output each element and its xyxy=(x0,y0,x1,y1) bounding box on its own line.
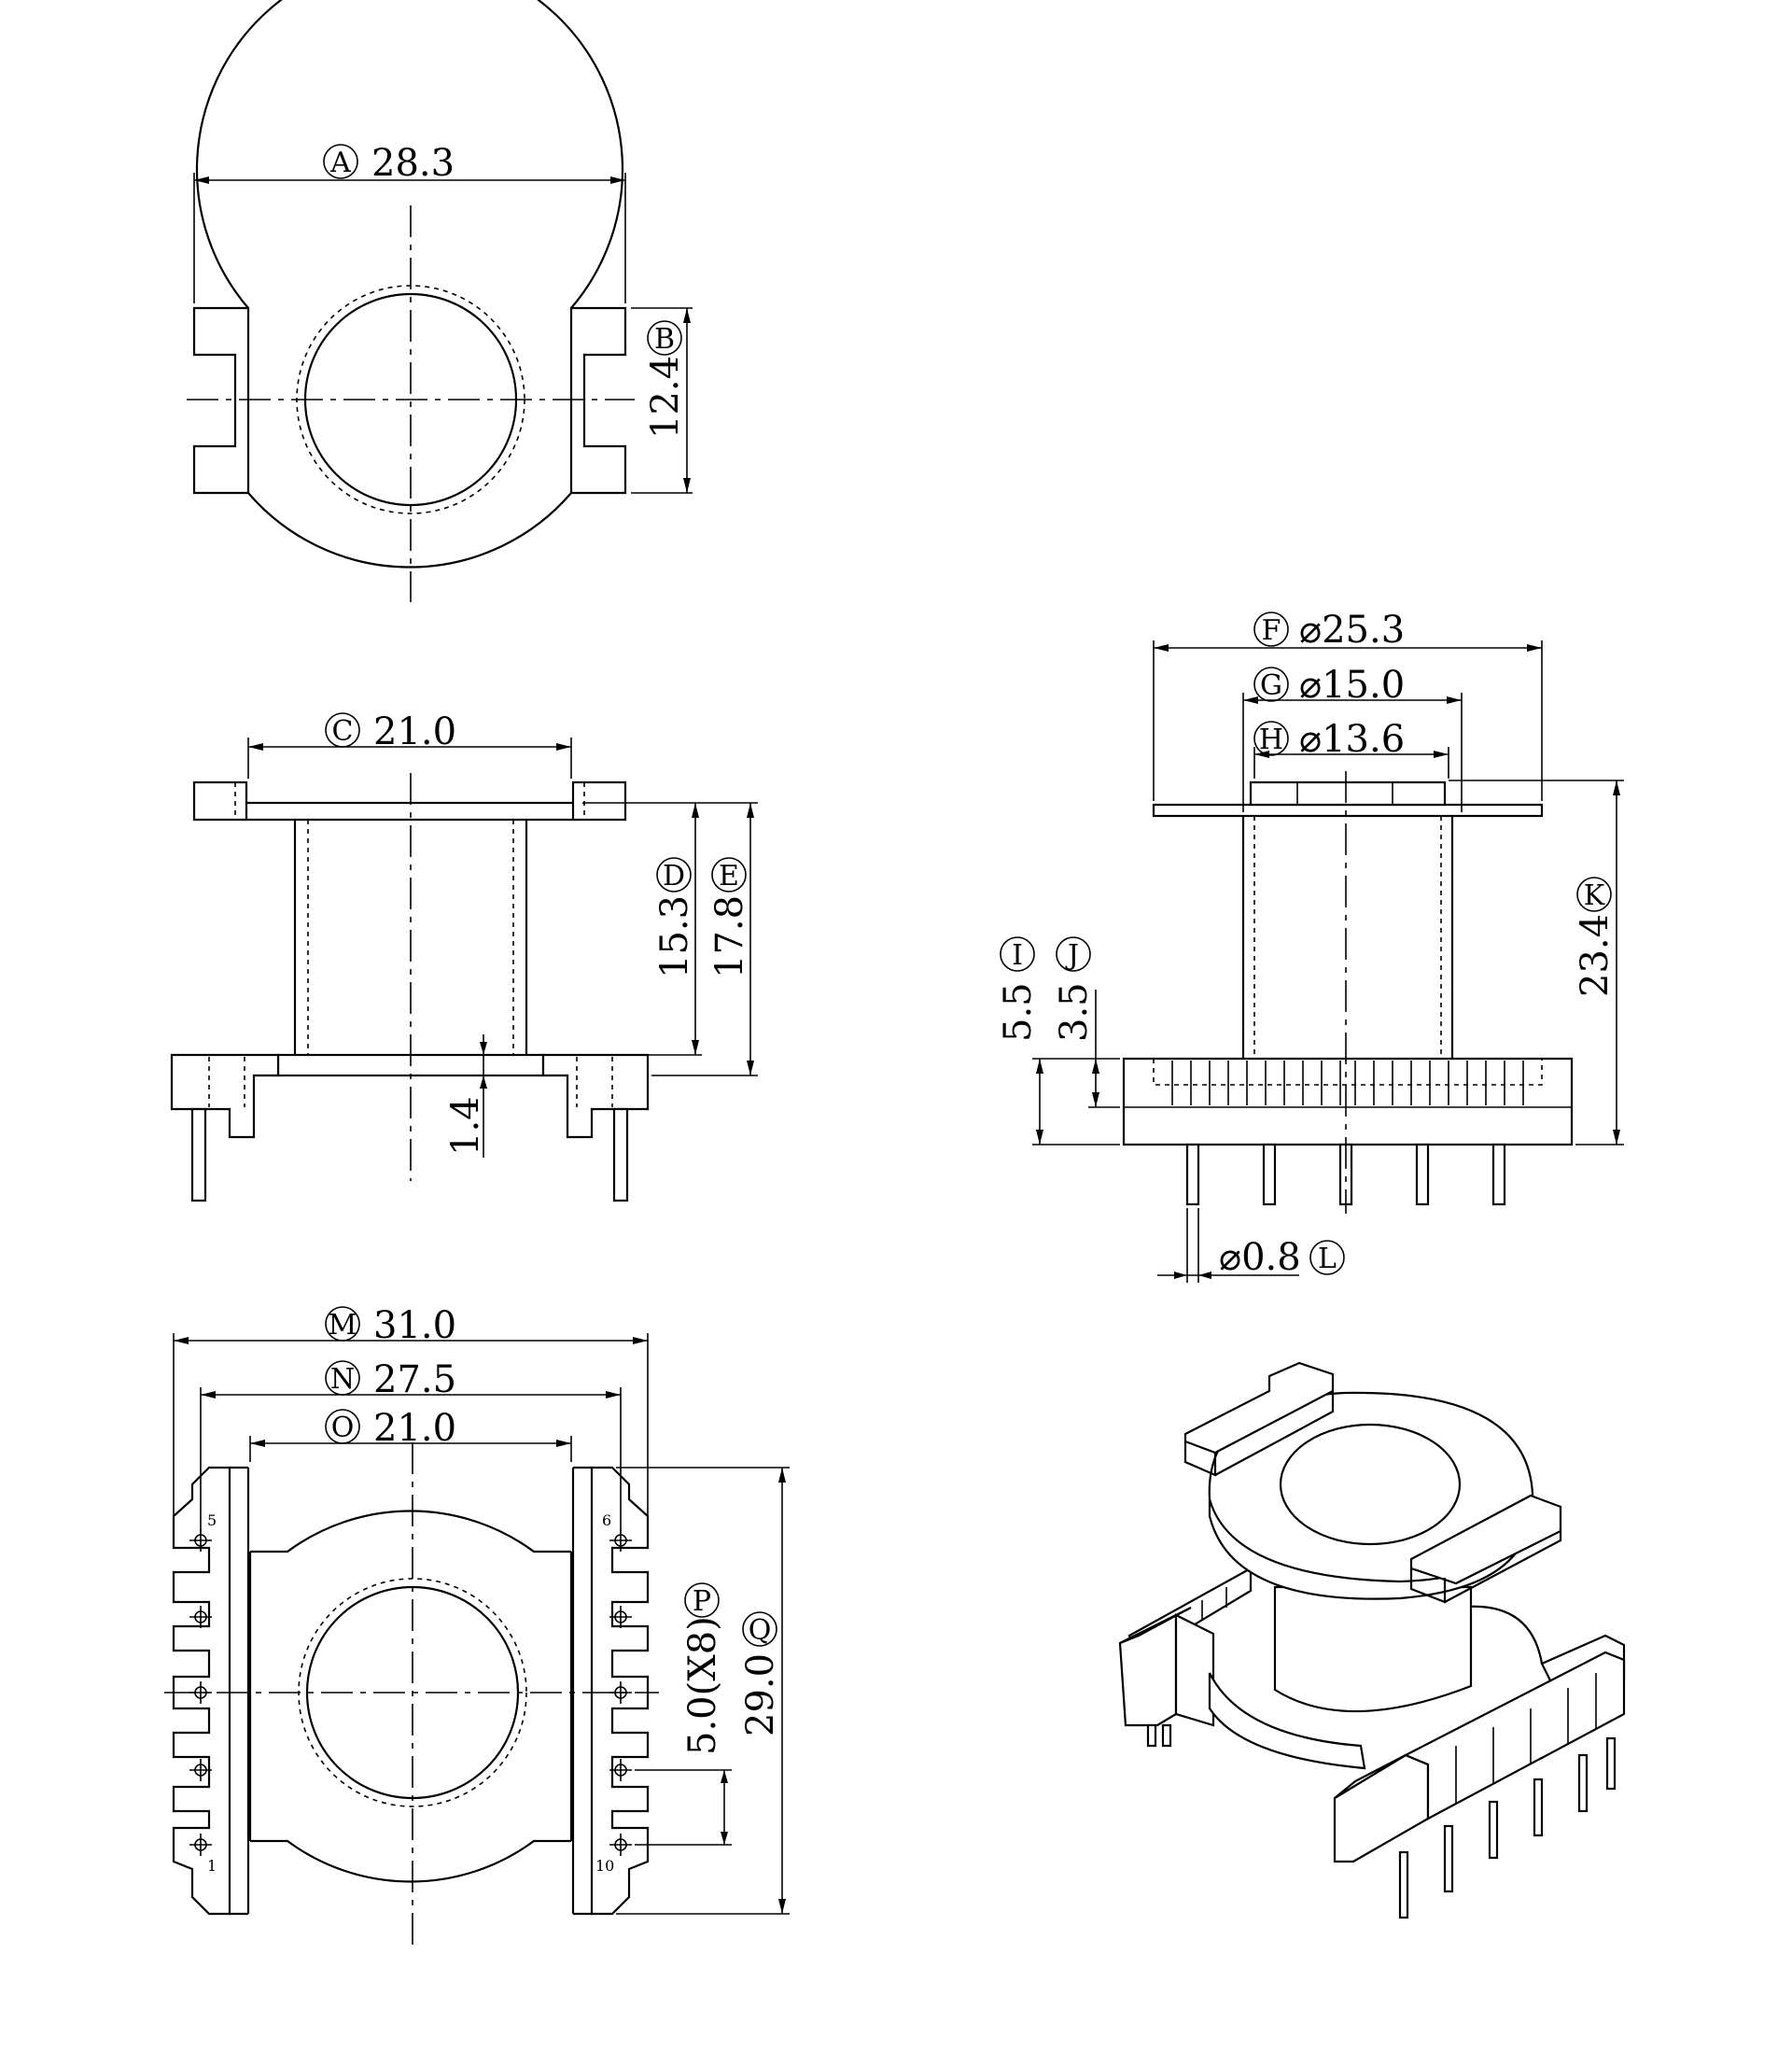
dim-P: P 5.0(X8) xyxy=(681,1582,724,1755)
dim-J: J 3.5 xyxy=(1053,936,1096,1042)
dim-E: E 17.8 xyxy=(708,857,751,978)
svg-text:⌀0.8: ⌀0.8 xyxy=(1219,1236,1301,1279)
svg-text:23.4: 23.4 xyxy=(1574,914,1617,997)
pin-number-5: 5 xyxy=(207,1511,217,1529)
dim-L: ⌀0.8 L xyxy=(1219,1236,1345,1279)
pin-number-10: 10 xyxy=(595,1857,614,1875)
front-view: C 21.0 D 15.3 E 17.8 1.4 xyxy=(170,710,758,1202)
svg-text:⌀13.6: ⌀13.6 xyxy=(1299,718,1405,761)
svg-text:J: J xyxy=(1065,939,1079,972)
dim-G: G ⌀15.0 xyxy=(1253,664,1405,707)
svg-text:F: F xyxy=(1262,614,1281,647)
dim-unlabeled: 1.4 xyxy=(444,1096,487,1156)
svg-text:C: C xyxy=(332,715,354,748)
dim-B: B 12.4 xyxy=(644,320,687,439)
dim-A: A 28.3 xyxy=(323,142,455,185)
svg-text:B: B xyxy=(654,323,675,356)
svg-text:3.5: 3.5 xyxy=(1053,982,1096,1042)
svg-text:P: P xyxy=(693,1585,711,1618)
svg-text:O: O xyxy=(331,1412,355,1444)
svg-text:27.5: 27.5 xyxy=(373,1358,456,1401)
svg-text:28.3: 28.3 xyxy=(371,142,455,185)
svg-text:29.0: 29.0 xyxy=(739,1653,782,1736)
svg-text:17.8: 17.8 xyxy=(708,895,751,978)
dim-D: D 15.3 xyxy=(653,857,696,978)
svg-text:12.4: 12.4 xyxy=(644,356,687,439)
svg-text:⌀15.0: ⌀15.0 xyxy=(1299,664,1405,707)
svg-text:5.5: 5.5 xyxy=(997,982,1040,1042)
isometric-view xyxy=(1118,1361,1626,1919)
svg-text:1.4: 1.4 xyxy=(444,1096,487,1156)
dim-Q: Q 29.0 xyxy=(739,1611,782,1736)
svg-text:31.0: 31.0 xyxy=(373,1304,456,1347)
svg-text:M: M xyxy=(329,1309,357,1342)
pin-number-1: 1 xyxy=(207,1857,217,1875)
bottom-view: 5 1 6 10 M 31.0 N 27.5 xyxy=(164,1304,790,1951)
dim-N: N 27.5 xyxy=(325,1358,456,1401)
svg-text:D: D xyxy=(663,860,685,892)
svg-text:5.0(X8): 5.0(X8) xyxy=(681,1616,724,1755)
dim-F: F ⌀25.3 xyxy=(1253,609,1405,652)
svg-text:H: H xyxy=(1259,724,1283,756)
svg-text:15.3: 15.3 xyxy=(653,895,696,978)
svg-text:21.0: 21.0 xyxy=(373,710,456,753)
top-view: A 28.3 B 12.4 xyxy=(187,0,693,602)
dim-I: I 5.5 xyxy=(997,936,1040,1042)
svg-text:K: K xyxy=(1584,879,1605,912)
svg-text:I: I xyxy=(1012,939,1023,972)
svg-text:G: G xyxy=(1260,669,1282,702)
svg-text:N: N xyxy=(330,1363,355,1396)
svg-text:Q: Q xyxy=(749,1614,772,1647)
pin-number-6: 6 xyxy=(602,1511,611,1529)
dim-H: H ⌀13.6 xyxy=(1253,718,1405,761)
dim-O: O 21.0 xyxy=(325,1407,456,1450)
dim-M: M 31.0 xyxy=(325,1304,456,1347)
side-view: F ⌀25.3 G ⌀15.0 H ⌀13.6 K 23.4 xyxy=(997,609,1624,1283)
svg-text:A: A xyxy=(329,147,351,179)
dim-K: K 23.4 xyxy=(1574,877,1617,997)
svg-text:21.0: 21.0 xyxy=(373,1407,456,1450)
dim-C: C 21.0 xyxy=(325,710,456,753)
svg-text:⌀25.3: ⌀25.3 xyxy=(1299,609,1405,652)
svg-text:L: L xyxy=(1318,1243,1337,1275)
svg-text:E: E xyxy=(719,860,739,892)
